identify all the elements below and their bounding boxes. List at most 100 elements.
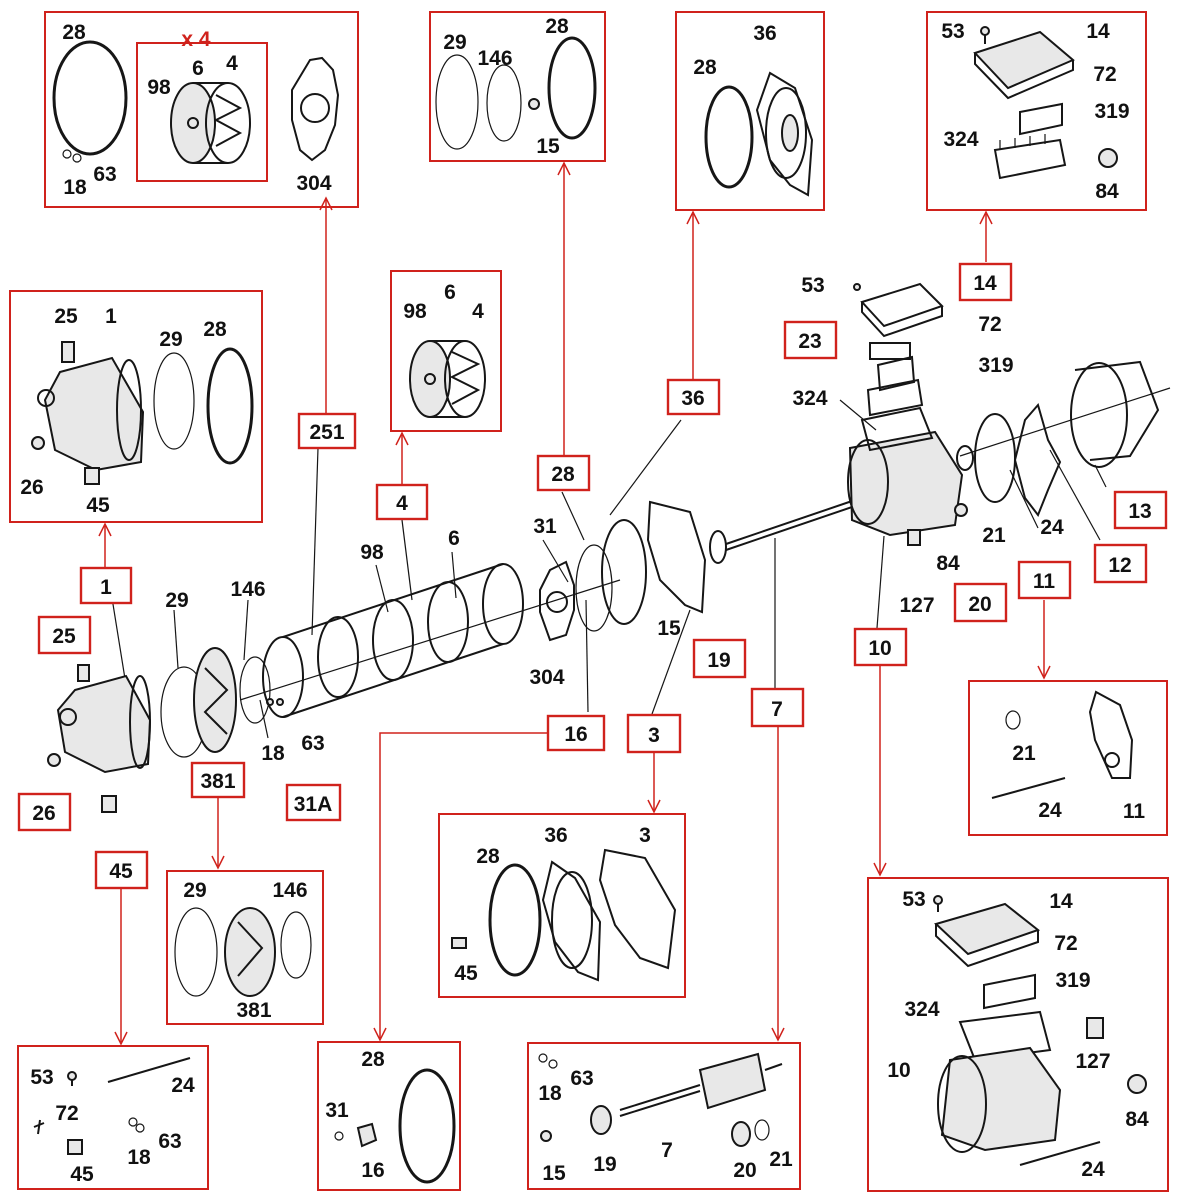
tag-4: 4 xyxy=(396,492,408,515)
label-28: 28 xyxy=(545,15,569,38)
label-15: 15 xyxy=(542,1162,566,1185)
tag-31a: 31A xyxy=(294,793,333,816)
tag-20: 20 xyxy=(968,593,991,616)
label-72: 72 xyxy=(978,313,1001,336)
tag-23: 23 xyxy=(798,330,821,353)
label-24: 24 xyxy=(171,1074,195,1097)
impeller-stack xyxy=(239,563,621,718)
label-63: 63 xyxy=(301,732,324,755)
parts-box-11 xyxy=(991,690,1134,799)
label-24: 24 xyxy=(1038,799,1062,822)
label-98: 98 xyxy=(360,541,384,564)
label-29: 29 xyxy=(443,31,466,54)
detail-box-4 xyxy=(390,270,502,432)
label-25: 25 xyxy=(54,305,78,328)
parts-box-14 xyxy=(973,26,1118,180)
parts-box-251 xyxy=(52,40,340,164)
label-10: 10 xyxy=(887,1059,910,1082)
detail-box-x4 xyxy=(136,42,268,182)
parts-box-3 xyxy=(451,848,677,982)
label-63: 63 xyxy=(158,1130,181,1153)
label-36: 36 xyxy=(544,824,567,847)
label-53: 53 xyxy=(30,1066,53,1089)
label-84: 84 xyxy=(1095,180,1119,203)
label-84: 84 xyxy=(1125,1108,1149,1131)
parts-box-4 xyxy=(409,340,486,418)
detail-box-45 xyxy=(17,1045,209,1190)
label-324: 324 xyxy=(943,128,978,151)
label-14: 14 xyxy=(1049,890,1073,913)
parts-box-45 xyxy=(33,1057,191,1155)
parts-box-28 xyxy=(435,36,597,150)
label-x4: x 4 xyxy=(181,28,211,51)
label-72: 72 xyxy=(1093,63,1116,86)
label-146: 146 xyxy=(230,578,265,601)
label-6: 6 xyxy=(448,527,460,550)
label-15: 15 xyxy=(536,135,560,158)
label-324: 324 xyxy=(792,387,827,410)
label-29: 29 xyxy=(183,879,206,902)
tag-251: 251 xyxy=(309,421,344,444)
label-319: 319 xyxy=(1094,100,1129,123)
label-72: 72 xyxy=(55,1102,78,1125)
detail-box-11 xyxy=(968,680,1168,836)
parts-box-1 xyxy=(31,341,254,485)
detail-box-10 xyxy=(867,877,1169,1192)
detail-box-251 xyxy=(44,11,359,208)
label-98: 98 xyxy=(403,300,427,323)
label-6: 6 xyxy=(444,281,456,304)
parts-box-10 xyxy=(933,895,1147,1166)
label-319: 319 xyxy=(1055,969,1090,992)
parts-main-assembly xyxy=(47,282,1171,813)
tag-28: 28 xyxy=(551,463,575,486)
detail-box-3 xyxy=(438,813,686,998)
red-leader-lines xyxy=(98,161,1051,1046)
detail-box-16 xyxy=(317,1041,461,1191)
label-18: 18 xyxy=(261,742,285,765)
label-19: 19 xyxy=(593,1153,616,1176)
parts-box-7 xyxy=(538,1052,783,1147)
tag-12: 12 xyxy=(1108,554,1131,577)
label-304: 304 xyxy=(529,666,564,689)
label-31: 31 xyxy=(325,1099,349,1122)
label-3: 3 xyxy=(639,824,651,847)
label-45: 45 xyxy=(86,494,110,517)
tag-13: 13 xyxy=(1128,500,1151,523)
label-28: 28 xyxy=(693,56,717,79)
label-21: 21 xyxy=(769,1148,793,1171)
tag-11: 11 xyxy=(1033,570,1056,593)
label-20: 20 xyxy=(733,1159,756,1182)
tag-10: 10 xyxy=(868,637,891,660)
label-324: 324 xyxy=(904,998,939,1021)
detail-box-14 xyxy=(926,11,1147,211)
parts-box-381 xyxy=(174,907,312,997)
label-29: 29 xyxy=(159,328,182,351)
label-146: 146 xyxy=(272,879,307,902)
label-6: 6 xyxy=(192,57,204,80)
label-29: 29 xyxy=(165,589,188,612)
label-18: 18 xyxy=(538,1082,562,1105)
label-28: 28 xyxy=(62,21,86,44)
label-146: 146 xyxy=(477,47,512,70)
detail-box-7 xyxy=(527,1042,801,1190)
label-26: 26 xyxy=(20,476,43,499)
tag-26: 26 xyxy=(32,802,55,825)
tag-36: 36 xyxy=(681,387,704,410)
label-63: 63 xyxy=(570,1067,593,1090)
label-53: 53 xyxy=(801,274,824,297)
label-319: 319 xyxy=(978,354,1013,377)
label-53: 53 xyxy=(902,888,925,911)
label-381: 381 xyxy=(236,999,271,1022)
label-18: 18 xyxy=(127,1146,151,1169)
label-7: 7 xyxy=(661,1139,673,1162)
detail-box-1 xyxy=(9,290,263,523)
label-24: 24 xyxy=(1081,1158,1105,1181)
tag-19: 19 xyxy=(707,649,730,672)
label-11: 11 xyxy=(1123,800,1146,823)
label-18: 18 xyxy=(63,176,87,199)
label-15: 15 xyxy=(657,617,681,640)
detail-box-381 xyxy=(166,870,324,1025)
label-28: 28 xyxy=(361,1048,385,1071)
label-53: 53 xyxy=(941,20,964,43)
